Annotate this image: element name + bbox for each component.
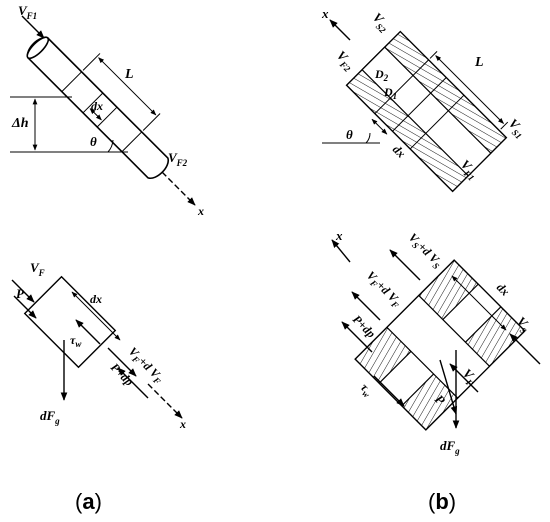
label-dfg-b: dFg — [440, 438, 460, 456]
dx-dim-b-bottom — [451, 275, 507, 331]
caption-b: (b) — [428, 489, 456, 514]
label-theta: θ — [90, 134, 97, 149]
section-line-4 — [121, 131, 143, 153]
label-dfg-a: dFg — [40, 408, 60, 426]
label-x-axis-b-top: x — [321, 6, 329, 21]
label-vs2: VS2 — [368, 10, 394, 36]
label-dx-b-bottom: dx — [494, 280, 512, 298]
pipe-inlet-end — [26, 36, 50, 60]
x-axis-b-bottom — [331, 239, 351, 263]
length-dimension — [98, 57, 157, 116]
label-x-axis-a-top: x — [197, 204, 204, 218]
label-d1: D1 — [383, 85, 397, 101]
section-line-1 — [61, 71, 82, 92]
label-vf-a: VF — [30, 260, 45, 278]
x-axis-b-top — [329, 19, 351, 41]
x-axis-a-bottom — [147, 383, 183, 419]
label-theta-b: θ — [346, 127, 353, 142]
vs-arrow — [509, 333, 541, 365]
p-arrow-b — [439, 359, 458, 415]
dx-dimension — [89, 108, 102, 121]
label-p-a: P — [16, 286, 25, 301]
dx-dim-b-top — [371, 118, 388, 135]
label-vf2: VF2 — [168, 150, 188, 168]
label-vf1: VF1 — [18, 3, 37, 21]
panel-b-pipe-diagram: x VS2 VF2 L D2 D1 θ dx VS1 VF1 — [321, 6, 530, 193]
flow-in-arrow-b — [11, 279, 35, 303]
pdp-arrow — [341, 321, 373, 353]
label-tau-b: τw — [356, 380, 376, 400]
panel-a-pipe-diagram: VF1 L dx Δh θ VF2 x — [10, 3, 204, 218]
flow-out-arrow — [161, 171, 196, 206]
label-pdp-b: P+dp — [350, 312, 378, 340]
label-d2: D2 — [374, 67, 389, 83]
label-vs1: VS1 — [504, 116, 530, 142]
vs-dvs-arrow — [389, 249, 421, 281]
label-vf-dvf-a: VF+d VF — [124, 344, 166, 386]
outflow-arrow — [107, 347, 137, 377]
pressure-arrow — [13, 295, 37, 319]
angle-arc — [107, 139, 114, 153]
label-vs-dvs: VS+d VS — [404, 230, 445, 271]
label-vf2-b: VF2 — [332, 48, 359, 75]
panel-a-element-diagram: VF P dx τw VF+d VF P+dp dFg x — [11, 260, 186, 431]
label-dx-a: dx — [90, 292, 102, 306]
panel-b-element-diagram: x VS+d VS VF+d VF dx P+dp VS VF τw P dFg — [331, 228, 541, 456]
label-L-b: L — [474, 55, 484, 70]
length-dimension-b — [435, 55, 504, 124]
label-dx: dx — [91, 99, 103, 113]
label-vf-dvf-b: VF+d VF — [362, 268, 404, 310]
caption-a: (a) — [75, 489, 102, 514]
label-x-axis-b-bottom: x — [335, 228, 343, 243]
label-pdp-a: P+dp — [108, 360, 136, 388]
vf-arrow — [449, 363, 479, 393]
label-tau-a: τw — [70, 333, 82, 349]
tau-arrow-b — [373, 375, 405, 407]
label-L: L — [124, 67, 134, 82]
dx-dim-b — [71, 291, 121, 341]
flow-in-arrow — [21, 15, 45, 39]
vf-dvf-arrow — [351, 291, 381, 321]
label-delta-h: Δh — [11, 116, 29, 131]
label-x-axis-a-bottom: x — [179, 417, 186, 431]
pressure-out-arrow — [117, 367, 149, 399]
